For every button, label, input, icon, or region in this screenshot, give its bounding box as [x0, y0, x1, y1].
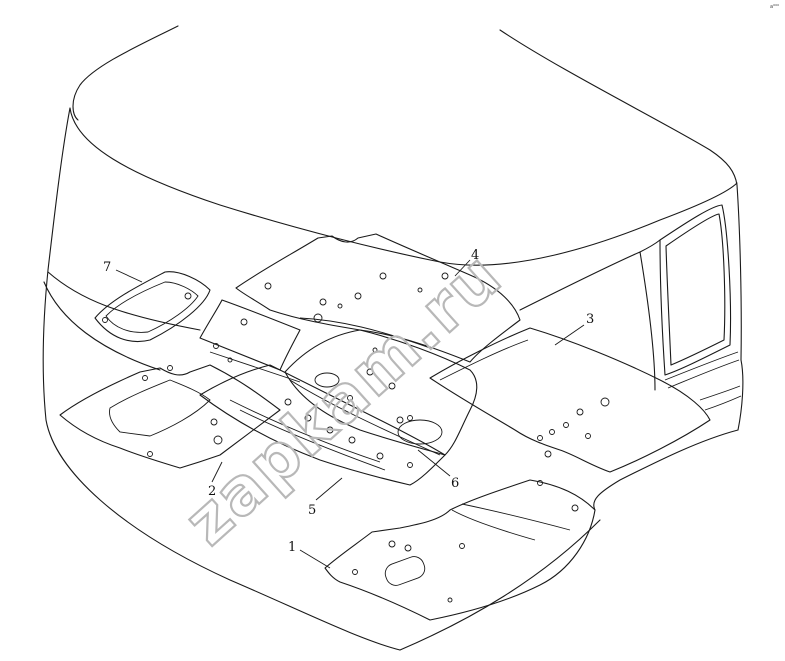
part-5-panel [199, 364, 446, 486]
callout-5-label: 5 [308, 503, 316, 518]
callout-7-label: 7 [103, 260, 111, 275]
watermark-text: zapkam.ru [171, 238, 516, 559]
part-7-panel [94, 271, 211, 343]
callout-6-label: 6 [451, 476, 459, 491]
callout-4: 4 [454, 248, 479, 277]
callout-5: 5 [308, 477, 343, 518]
part-1-panel [324, 479, 596, 621]
callout-1-label: 1 [288, 540, 296, 555]
part-4-panel [235, 233, 521, 363]
callout-2-label: 2 [208, 484, 216, 499]
callout-2: 2 [208, 461, 223, 499]
corner-mark: a⁰⁰⁰ [770, 4, 779, 10]
part-2-panel [59, 364, 281, 469]
callout-4-label: 4 [471, 248, 479, 263]
callout-7: 7 [103, 260, 143, 283]
callout-1: 1 [288, 540, 331, 569]
callout-6: 6 [417, 449, 459, 491]
callout-3-label: 3 [586, 312, 594, 327]
part-6-panel [284, 329, 478, 456]
firewall-panel [199, 299, 301, 383]
part-3-panel [429, 327, 711, 473]
cab-outline [42, 25, 744, 651]
callout-3: 3 [554, 312, 594, 346]
